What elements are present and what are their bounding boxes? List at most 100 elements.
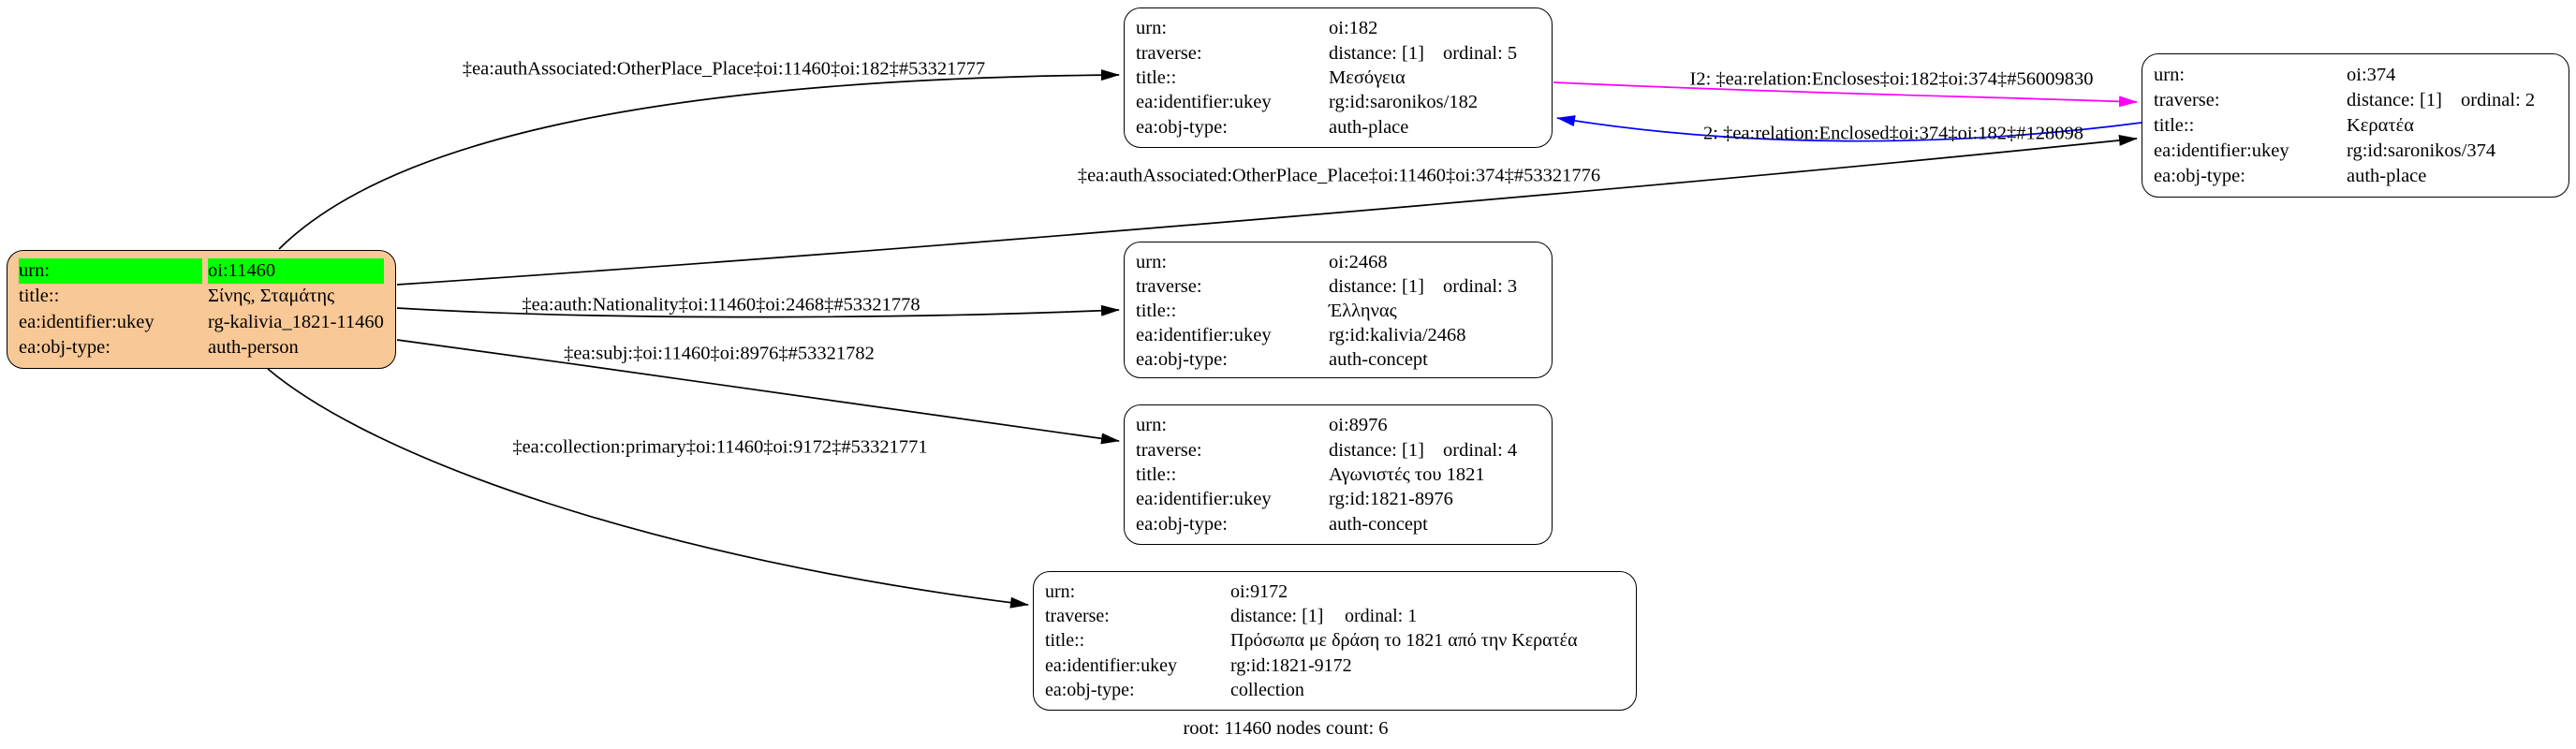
node-oi-2468: urn: oi:2468 traverse: distance: [1]ordi… <box>1124 242 1553 378</box>
traverse-distance: distance: [1] <box>2347 90 2442 110</box>
node-row-title: title:: Σίνης, Σταμάτης <box>19 284 384 309</box>
traverse-distance: distance: [1] <box>1230 606 1324 627</box>
node-row-title: title:: Κερατέα <box>2154 113 2557 138</box>
node-row-objtype: ea:obj-type: collection <box>1045 678 1625 702</box>
node-row-objtype: ea:obj-type: auth-concept <box>1136 347 1540 372</box>
field-label-objtype: ea:obj-type: <box>19 336 110 358</box>
field-label-ukey: ea:identifier:ukey <box>1136 489 1272 510</box>
field-label-traverse: traverse: <box>1136 439 1202 461</box>
field-value-title: Πρόσωπα με δράση το 1821 από την Κερατέα <box>1230 630 1578 652</box>
field-value-title: Κερατέα <box>2347 115 2414 136</box>
field-value-title: Μεσόγεια <box>1329 66 1406 88</box>
node-row-ukey: ea:identifier:ukey rg:id:saronikos/182 <box>1136 90 1540 114</box>
field-label-urn: urn: <box>1136 18 1168 39</box>
field-label-traverse: traverse: <box>2154 90 2220 110</box>
node-row-ukey: ea:identifier:ukey rg:id:kalivia/2468 <box>1136 323 1540 347</box>
node-row-traverse: traverse: distance: [1]ordinal: 3 <box>1136 274 1540 299</box>
edge-label-collection-primary: ‡ea:collection:primary‡oi:11460‡oi:9172‡… <box>512 436 928 458</box>
node-row-traverse: traverse: distance: [1]ordinal: 2 <box>2154 88 2557 112</box>
field-label-title: title:: <box>1136 66 1177 88</box>
field-value-title: Έλληνας <box>1329 301 1397 321</box>
traverse-ordinal: ordinal: 3 <box>1443 276 1518 297</box>
field-value-title: Σίνης, Σταμάτης <box>208 286 335 307</box>
field-label-urn: urn: <box>19 258 202 285</box>
field-label-traverse: traverse: <box>1136 42 1202 64</box>
field-label-urn: urn: <box>2154 65 2186 85</box>
field-label-traverse: traverse: <box>1045 606 1110 627</box>
node-row-ukey: ea:identifier:ukey rg:id:saronikos/374 <box>2154 139 2557 163</box>
field-value-traverse: distance: [1]ordinal: 3 <box>1329 274 1540 299</box>
field-label-ukey: ea:identifier:ukey <box>1136 325 1272 345</box>
traverse-ordinal: ordinal: 5 <box>1443 42 1518 64</box>
field-label-title: title:: <box>19 286 60 307</box>
edge-label-authassociated-182: ‡ea:authAssociated:OtherPlace_Place‡oi:1… <box>462 58 986 80</box>
edge-label-nationality: ‡ea:auth:Nationality‡oi:11460‡oi:2468‡#5… <box>522 294 920 316</box>
node-row-urn: urn: oi:11460 <box>19 258 384 285</box>
node-row-title: title:: Έλληνας <box>1136 299 1540 323</box>
edge-authassociated-182 <box>278 69 1120 250</box>
field-label-title: title:: <box>1136 301 1177 321</box>
traverse-ordinal: ordinal: 1 <box>1345 606 1418 627</box>
node-row-traverse: traverse: distance: [1] ordinal: 4 <box>1136 438 1540 463</box>
edge-label-subj: ‡ea:subj:‡oi:11460‡oi:8976‡#53321782 <box>564 343 875 364</box>
field-label-urn: urn: <box>1136 252 1168 272</box>
field-value-objtype: collection <box>1230 679 1304 700</box>
edge-subj-8976 <box>396 339 1120 445</box>
node-row-urn: urn: oi:8976 <box>1136 413 1540 437</box>
node-oi-8976: urn: oi:8976 traverse: distance: [1] ordi… <box>1124 404 1553 545</box>
node-row-objtype: ea:obj-type: auth-concept <box>1136 512 1540 536</box>
edge-label-authassociated-374: ‡ea:authAssociated:OtherPlace_Place‡oi:1… <box>1077 165 1601 186</box>
field-label-ukey: ea:identifier:ukey <box>19 311 155 332</box>
edge-encloses-magenta <box>1553 81 2138 108</box>
edge-label-encloses: I2: ‡ea:relation:Encloses‡oi:182‡oi:374‡… <box>1689 68 2094 90</box>
field-label-urn: urn: <box>1045 581 1076 603</box>
traverse-ordinal: ordinal: 4 <box>1443 439 1518 461</box>
edge-nationality-2468 <box>396 304 1120 318</box>
field-label-objtype: ea:obj-type: <box>1045 679 1135 700</box>
field-value-ukey: rg:id:saronikos/374 <box>2347 140 2496 161</box>
node-oi-182: urn: oi:182 traverse: distance: [1] ordin… <box>1124 7 1553 148</box>
field-label-objtype: ea:obj-type: <box>1136 513 1228 535</box>
node-row-objtype: ea:obj-type: auth-place <box>2154 164 2557 188</box>
node-row-urn: urn: oi:182 <box>1136 16 1540 40</box>
node-row-title: title:: Μεσόγεια <box>1136 66 1540 90</box>
node-row-objtype: ea:obj-type: auth-person <box>19 335 384 360</box>
field-value-title: Αγωνιστές του 1821 <box>1329 463 1485 485</box>
field-value-traverse: distance: [1]ordinal: 2 <box>2347 88 2557 112</box>
edge-authassociated-374 <box>396 134 2138 286</box>
field-label-title: title:: <box>1045 630 1085 652</box>
field-value-ukey: rg:id:saronikos/182 <box>1329 92 1479 113</box>
edge-collection-9172 <box>267 368 1029 609</box>
node-row-traverse: traverse: distance: [1] ordinal: 1 <box>1045 604 1625 628</box>
field-value-urn: oi:2468 <box>1329 252 1388 272</box>
field-value-objtype: auth-concept <box>1329 513 1428 535</box>
field-value-urn: oi:374 <box>2347 65 2396 85</box>
field-label-ukey: ea:identifier:ukey <box>1045 654 1178 676</box>
node-row-objtype: ea:obj-type: auth-place <box>1136 115 1540 140</box>
field-value-objtype: auth-person <box>208 336 299 358</box>
field-value-ukey: rg:id:kalivia/2468 <box>1329 325 1466 345</box>
field-value-objtype: auth-place <box>1329 116 1409 138</box>
node-row-urn: urn: oi:9172 <box>1045 580 1625 604</box>
field-value-urn: oi:11460 <box>208 258 384 285</box>
node-row-title: title:: Πρόσωπα με δράση το 1821 από την… <box>1045 628 1625 653</box>
traverse-distance: distance: [1] <box>1329 439 1424 461</box>
field-value-ukey: rg:id:1821-8976 <box>1329 489 1453 510</box>
field-value-objtype: auth-concept <box>1329 349 1428 370</box>
field-label-ukey: ea:identifier:ukey <box>1136 92 1272 113</box>
node-row-ukey: ea:identifier:ukey rg:id:1821-9172 <box>1045 654 1625 678</box>
field-value-ukey: rg:id:1821-9172 <box>1230 654 1352 676</box>
graph-caption: root: 11460 nodes count: 6 <box>1183 718 1389 739</box>
edge-label-enclosed: 2: ‡ea:relation:Enclosed‡oi:374‡oi:182‡#… <box>1703 123 2083 144</box>
field-value-ukey: rg-kalivia_1821-11460 <box>208 311 384 332</box>
edge-enclosed-blue <box>1556 115 2142 142</box>
field-label-traverse: traverse: <box>1136 276 1202 297</box>
field-label-ukey: ea:identifier:ukey <box>2154 140 2289 161</box>
field-label-objtype: ea:obj-type: <box>1136 116 1228 138</box>
node-row-traverse: traverse: distance: [1] ordinal: 5 <box>1136 41 1540 66</box>
node-row-ukey: ea:identifier:ukey rg-kalivia_1821-11460 <box>19 310 384 335</box>
field-label-objtype: ea:obj-type: <box>1136 349 1228 370</box>
field-value-objtype: auth-place <box>2347 166 2427 186</box>
traverse-distance: distance: [1] <box>1329 42 1424 64</box>
